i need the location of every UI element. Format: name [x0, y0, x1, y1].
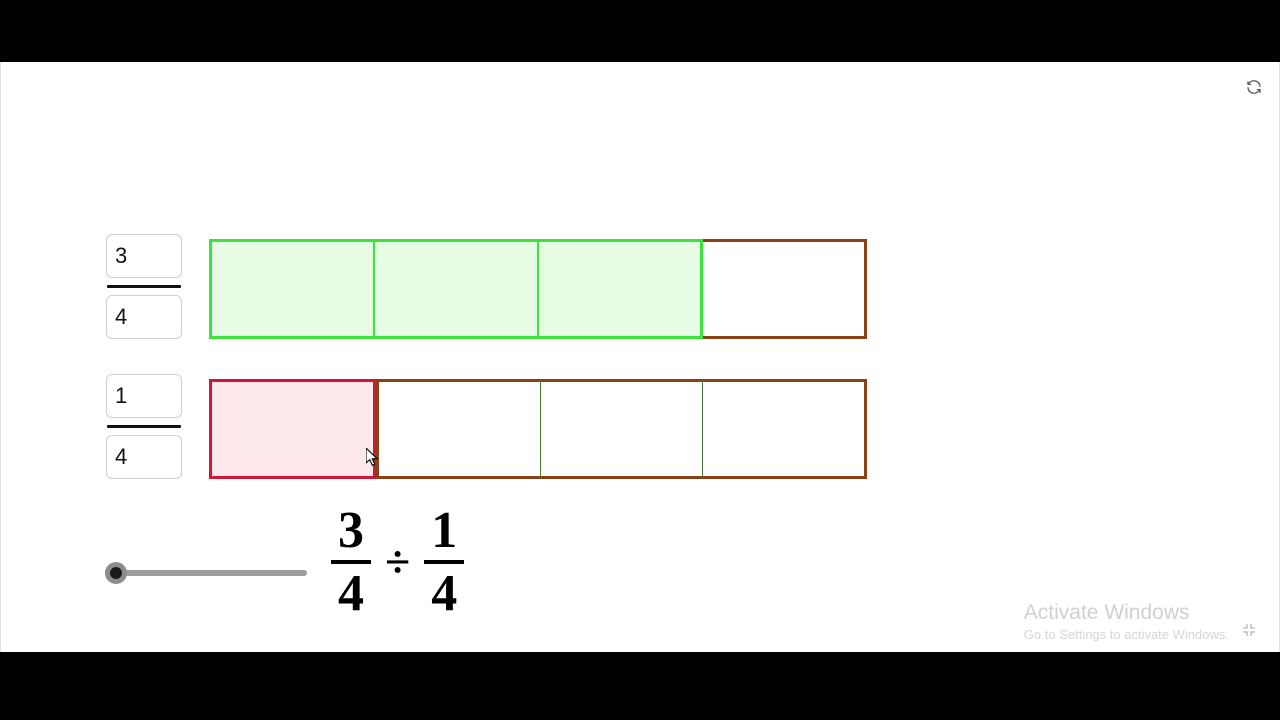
slider-track[interactable] [116, 570, 307, 576]
denominator-input-divisor[interactable] [106, 435, 182, 479]
expression-right-denominator: 4 [431, 565, 458, 623]
fraction-input-divisor [106, 374, 182, 479]
fraction-bar-model-dividend [209, 239, 867, 339]
bar-cell-empty[interactable] [702, 379, 867, 479]
refresh-icon[interactable] [1241, 74, 1267, 100]
expression-right-bar [424, 560, 465, 565]
letterbox-top [0, 0, 1280, 62]
letterbox-bottom [0, 652, 1280, 720]
expression-left-bar [331, 560, 371, 565]
fullscreen-icon[interactable] [1237, 618, 1261, 642]
expression-left-numerator: 3 [338, 502, 364, 559]
numerator-input-divisor[interactable] [106, 374, 182, 418]
bar-cell-filled[interactable] [375, 239, 539, 339]
fraction-stack [106, 374, 182, 479]
expression-fraction-left: 3 4 [331, 504, 371, 620]
expression-left-denominator: 4 [338, 565, 364, 623]
watermark-subtitle: Go to Settings to activate Windows. [1023, 627, 1229, 642]
windows-activation-watermark: Activate Windows Go to Settings to activ… [1024, 600, 1229, 644]
fraction-bar-model-divisor [209, 379, 867, 479]
expression-right-numerator: 1 [431, 502, 458, 559]
denominator-input-dividend[interactable] [106, 295, 182, 339]
applet-stage: 3 4 ÷ 1 4 Activate Windows Go to Setting… [0, 62, 1280, 652]
division-expression: 3 4 ÷ 1 4 [331, 502, 465, 623]
expression-fraction-right: 1 4 [424, 502, 465, 623]
watermark-title: Activate Windows [1023, 601, 1190, 624]
bar-cell-empty[interactable] [702, 239, 867, 339]
numerator-input-dividend[interactable] [106, 234, 182, 278]
bar-cell-filled[interactable] [209, 239, 376, 339]
bar-cell-empty[interactable] [540, 379, 702, 479]
fraction-bar [107, 425, 181, 428]
fraction-input-dividend [106, 234, 182, 339]
fraction-stack [106, 234, 182, 339]
bar-cell-filled[interactable] [538, 239, 703, 339]
division-operator: ÷ [385, 536, 411, 588]
fraction-bar [107, 285, 181, 288]
bar-cell-empty[interactable] [376, 379, 540, 479]
animation-slider[interactable] [105, 562, 307, 584]
slider-knob[interactable] [105, 562, 127, 584]
bar-cell-filled[interactable] [209, 379, 376, 479]
